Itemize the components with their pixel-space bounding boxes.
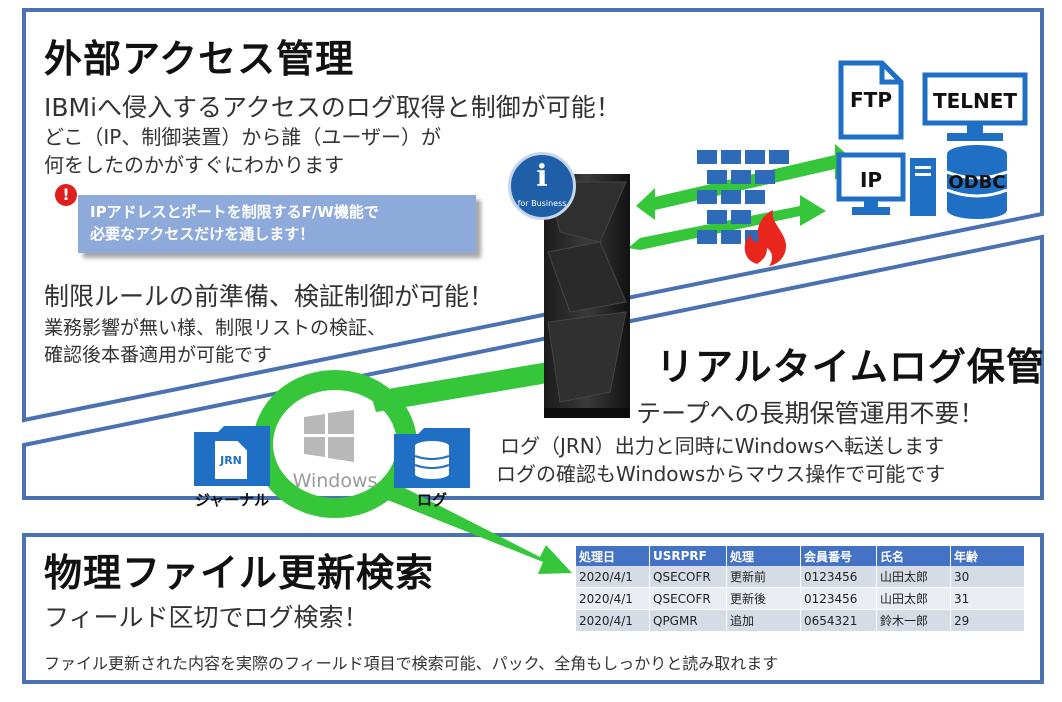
- telnet-monitor-icon: [922, 72, 1028, 141]
- windows-label: Windows: [292, 470, 378, 492]
- log-table: 処理日 USRPRF 処理 会員番号 氏名 年齢 2020/4/1 QSECOF…: [576, 546, 1025, 632]
- table-cell: 2020/4/1: [576, 566, 650, 588]
- table-cell: QSECOFR: [649, 566, 727, 588]
- journal-folder-icon: [194, 426, 270, 486]
- table-cell: 山田太郎: [876, 566, 951, 588]
- table-row: 2020/4/1 QSECOFR 更新前 0123456 山田太郎 30: [576, 566, 1025, 588]
- table-row: 2020/4/1 QPGMR 追加 0654321 鈴木一郎 29: [576, 609, 1025, 632]
- table-cell: 更新後: [726, 587, 801, 610]
- table-cell: 追加: [726, 609, 801, 632]
- section2-title: リアルタイムログ保管: [656, 345, 1045, 389]
- section2-line1: ログ（JRN）出力と同時にWindowsへ転送します: [500, 434, 945, 458]
- table-cell: 30: [950, 566, 1025, 588]
- journal-label: ジャーナル: [194, 491, 270, 509]
- ip-label: IP: [859, 168, 883, 192]
- journal-file-label: JRN: [220, 454, 242, 467]
- rule-line1: 業務影響が無い様、制限リストの検証、: [44, 317, 387, 339]
- section3-subtitle: フィールド区切でログ検索！: [44, 603, 369, 632]
- table-row: 2020/4/1 QSECOFR 更新後 0123456 山田太郎 31: [576, 587, 1025, 610]
- ibmi-badge-letter: i: [536, 159, 548, 194]
- col-header: 年齢: [950, 546, 1025, 566]
- link-server-windows: [370, 362, 548, 412]
- log-table-header: 処理日 USRPRF 処理 会員番号 氏名 年齢: [576, 546, 1025, 566]
- section1-desc-line1: どこ（IP、制御装置）から誰（ユーザー）が: [44, 125, 441, 149]
- odbc-database-icon: [946, 145, 1008, 219]
- table-cell: 0123456: [800, 587, 877, 610]
- section2-line2: ログの確認もWindowsからマウス操作で可能です: [496, 462, 946, 486]
- table-cell: QPGMR: [649, 609, 727, 632]
- section1-desc-line2: 何をしたのかがすぐにわかります: [44, 153, 344, 177]
- col-header: 会員番号: [800, 546, 877, 566]
- ip-monitor-icon: [836, 152, 906, 215]
- callout-line1: IPアドレスとポートを制限するF/W機能で: [90, 203, 379, 221]
- table-cell: 0654321: [800, 609, 877, 632]
- ibmi-badge: i for Business: [508, 152, 576, 220]
- table-cell: 0123456: [800, 566, 877, 588]
- callout-line2: 必要なアクセスだけを通します！: [90, 225, 315, 243]
- col-header: 処理: [726, 546, 801, 566]
- col-header: 氏名: [876, 546, 951, 566]
- firewall-icon: [697, 150, 789, 266]
- rule-line2: 確認後本番適用が可能です: [44, 344, 273, 366]
- log-folder-icon: [394, 428, 470, 488]
- table-cell: 2020/4/1: [576, 609, 650, 632]
- log-label: ログ: [416, 491, 447, 509]
- section1-title: 外部アクセス管理: [44, 37, 355, 81]
- ibmi-badge-text: for Business: [517, 199, 567, 208]
- col-header: 処理日: [576, 546, 650, 566]
- col-header: USRPRF: [649, 546, 727, 566]
- rule-head: 制限ルールの前準備、検証制御が可能！: [44, 282, 495, 311]
- table-cell: 更新前: [726, 566, 801, 588]
- pc-tower-icon: [910, 158, 936, 216]
- section3-title: 物理ファイル更新検索: [44, 551, 435, 595]
- table-cell: QSECOFR: [649, 587, 727, 610]
- table-cell: 29: [950, 609, 1025, 632]
- firewall-callout: IPアドレスとポートを制限するF/W機能で 必要なアクセスだけを通します！: [78, 195, 476, 253]
- section1-subtitle: IBMiへ侵入するアクセスのログ取得と制御が可能！: [44, 93, 621, 122]
- arrow-to-table: [380, 483, 572, 574]
- warning-icon: !: [55, 184, 77, 206]
- table-cell: 鈴木一郎: [876, 609, 951, 632]
- table-cell: 2020/4/1: [576, 587, 650, 610]
- table-cell: 31: [950, 587, 1025, 610]
- ftp-label: FTP: [850, 88, 892, 112]
- odbc-label: ODBC: [948, 172, 1006, 193]
- section3-footer: ファイル更新された内容を実際のフィールド項目で検索可能、パック、全角もしっかりと…: [44, 654, 779, 673]
- ftp-file-icon: [838, 60, 904, 140]
- telnet-label: TELNET: [932, 89, 1018, 113]
- section2-subtitle: テープへの長期保管運用不要！: [636, 399, 985, 428]
- windows-logo-icon: [304, 410, 354, 462]
- table-cell: 山田太郎: [876, 587, 951, 610]
